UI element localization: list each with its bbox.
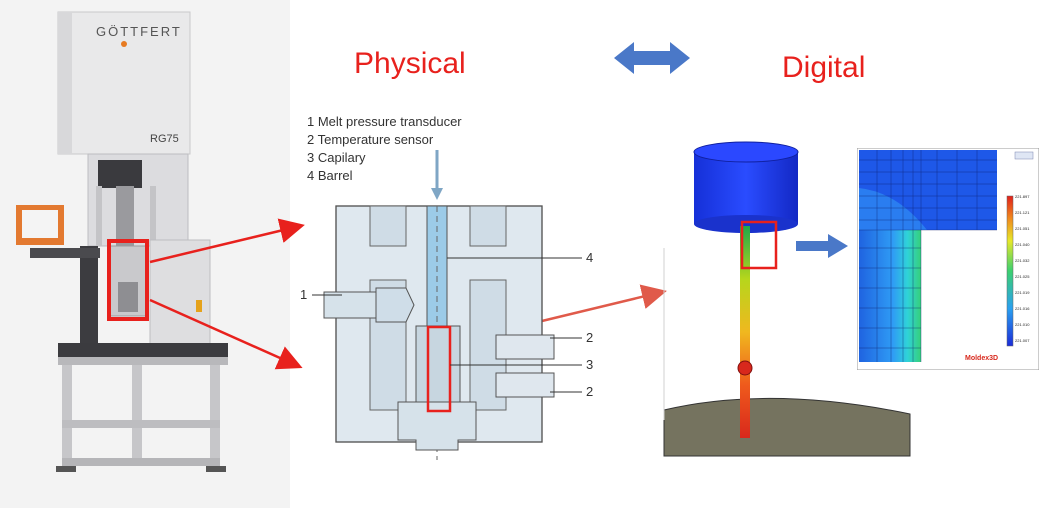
model-label: RG75 [150,133,179,145]
sensor-point-icon [737,360,753,376]
physical-header: Physical [354,47,466,80]
bidirectional-arrow-icon [614,42,690,74]
schematic-legend: 1 Melt pressure transducer 2 Temperature… [307,113,462,185]
legend-item: 2 Temperature sensor [307,132,434,147]
rheometer-schematic: 4 1 2 3 2 [300,150,593,460]
capillary-zoom-box [740,220,778,270]
scale-value: 221.007 [1015,338,1030,343]
digital-header: Digital [782,51,866,84]
rheometer-machine-image: GÖTTFERT RG75 [0,0,290,508]
legend-item: 4 Barrel [307,168,353,183]
scale-value: 221.019 [1015,290,1030,295]
temperature-scale-bar [1006,195,1014,347]
scale-value: 221.040 [1015,242,1030,247]
scale-value: 221.016 [1015,306,1030,311]
scale-value: 221.051 [1015,226,1030,231]
moldex-logo: Moldex3D [965,355,998,362]
brand-dot-icon [121,41,127,47]
temperature-field-zoom: 221.897 221.121 221.051 221.040 221.032 … [857,148,1039,370]
scale-value: 221.897 [1015,194,1030,199]
scale-value: 221.025 [1015,274,1030,279]
arrow-to-schematic-bottom [149,298,303,370]
callout-sensor-top: 2 [586,330,593,345]
callout-sensor-bottom: 2 [586,384,593,399]
brand-label: GÖTTFERT [96,24,182,39]
arrow-to-schematic-top [149,218,305,264]
simulation-model [663,141,911,457]
barrel-highlight-box [107,239,149,321]
legend-item: 1 Melt pressure transducer [307,114,462,129]
callout-transducer: 1 [300,287,307,302]
scale-value: 221.032 [1015,258,1030,263]
scale-value: 221.010 [1015,322,1030,327]
zoom-arrow-icon [796,234,848,258]
capillary-highlight-box [426,325,452,413]
scale-value: 221.121 [1015,210,1030,215]
callout-capillary: 3 [586,357,593,372]
legend-item: 3 Capilary [307,150,366,165]
callout-barrel: 4 [586,250,593,265]
